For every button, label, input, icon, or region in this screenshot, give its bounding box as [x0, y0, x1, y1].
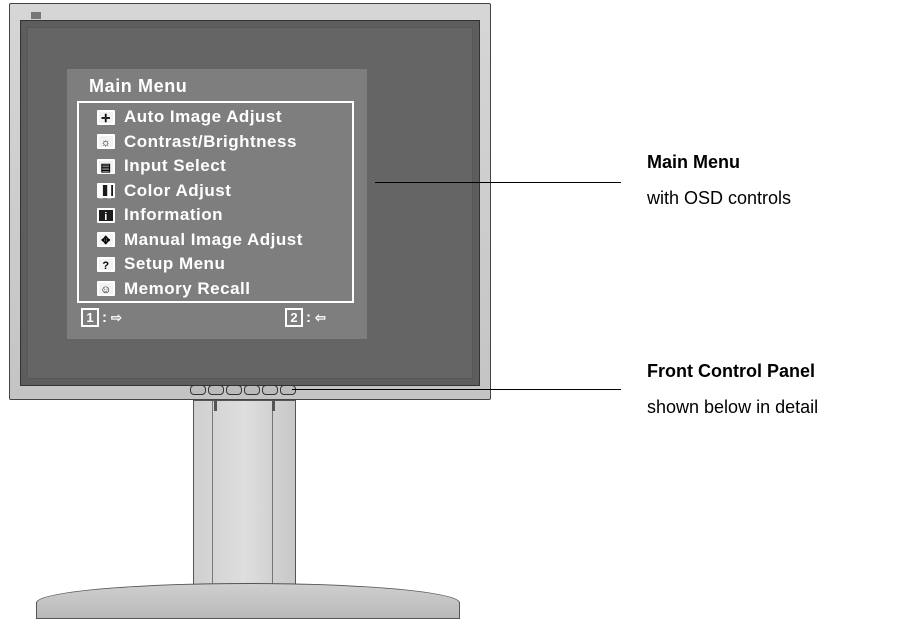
osd-footer-exit: 1 : ⇨ — [81, 308, 122, 327]
callout-line-front-panel — [292, 389, 621, 390]
separator: : — [306, 309, 311, 326]
osd-menu-item[interactable]: ☼ Contrast/Brightness — [79, 130, 352, 155]
osd-menu-item-label: Contrast/Brightness — [124, 131, 297, 151]
callout-main-menu-title: Main Menu — [647, 152, 740, 172]
stand-hinge — [272, 400, 275, 411]
head-icon: ☺ — [97, 281, 115, 297]
power-button[interactable] — [280, 385, 296, 395]
question-icon: ? — [97, 256, 115, 272]
control-button[interactable] — [262, 385, 278, 395]
control-button[interactable] — [208, 385, 224, 395]
brand-logo-icon — [31, 12, 41, 19]
callout-main-menu-subtitle: with OSD controls — [647, 188, 792, 208]
osd-main-menu: Main Menu ✛ Auto Image Adjust ☼ Contrast/Br… — [67, 69, 367, 339]
enter-arrow-icon: ⇦ — [315, 309, 326, 325]
osd-menu-item[interactable]: ☺ Memory Recall — [79, 277, 352, 302]
front-control-buttons — [190, 385, 296, 395]
crosshair-icon: ✛ — [97, 109, 115, 125]
osd-menu-item-label: Input Select — [124, 156, 227, 176]
monitor-stand-neck — [193, 400, 296, 590]
osd-menu-item[interactable]: i Information — [79, 203, 352, 228]
osd-menu-item[interactable]: ▤ Input Select — [79, 154, 352, 179]
color-bars-icon: ▌▌ — [97, 183, 115, 199]
osd-menu-item-label: Setup Menu — [124, 254, 226, 274]
control-button[interactable] — [226, 385, 242, 395]
osd-menu-list: ✛ Auto Image Adjust ☼ Contrast/Brightness ▤ I… — [77, 101, 354, 303]
separator: : — [102, 309, 107, 326]
osd-menu-item-label: Color Adjust — [124, 180, 232, 200]
input-icon: ▤ — [97, 158, 115, 174]
osd-menu-item[interactable]: ▌▌ Color Adjust — [79, 179, 352, 204]
stand-hinge — [214, 400, 217, 411]
key-1-label: 1 — [81, 308, 99, 327]
osd-menu-item[interactable]: ✥ Manual Image Adjust — [79, 228, 352, 253]
sun-icon: ☼ — [97, 134, 115, 150]
osd-title: Main Menu — [89, 76, 188, 96]
osd-menu-item-label: Memory Recall — [124, 278, 251, 298]
info-icon: i — [97, 207, 115, 223]
control-button[interactable] — [244, 385, 260, 395]
monitor-stand-base — [36, 583, 460, 619]
osd-menu-item-label: Auto Image Adjust — [124, 107, 283, 127]
callout-front-panel-title: Front Control Panel — [647, 361, 815, 381]
control-button[interactable] — [190, 385, 206, 395]
move-arrows-icon: ✥ — [97, 232, 115, 248]
osd-footer-select: 2 : ⇦ — [285, 308, 326, 327]
callout-line-main-menu — [375, 182, 621, 183]
osd-menu-item[interactable]: ? Setup Menu — [79, 252, 352, 277]
osd-menu-item-label: Manual Image Adjust — [124, 229, 303, 249]
osd-menu-item[interactable]: ✛ Auto Image Adjust — [79, 105, 352, 130]
osd-menu-item-label: Information — [124, 205, 223, 225]
exit-arrow-icon: ⇨ — [111, 309, 122, 325]
key-2-label: 2 — [285, 308, 303, 327]
callout-front-panel-subtitle: shown below in detail — [647, 397, 819, 417]
